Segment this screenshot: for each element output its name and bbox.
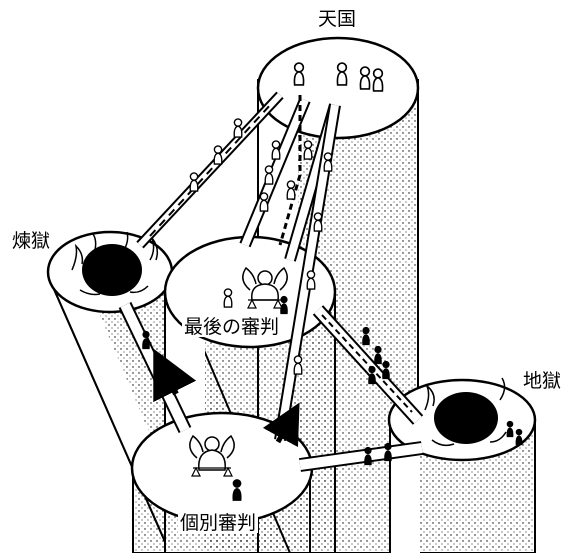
last-judgment-label: 最後の審判 <box>182 318 281 337</box>
purgatory-label: 煉獄 <box>12 232 50 251</box>
hell-label: 地獄 <box>523 372 561 391</box>
heaven-label: 天国 <box>318 10 356 29</box>
particular-judgment-label: 個別審判 <box>178 514 258 533</box>
angel-particular-judgment-icon <box>190 436 234 476</box>
